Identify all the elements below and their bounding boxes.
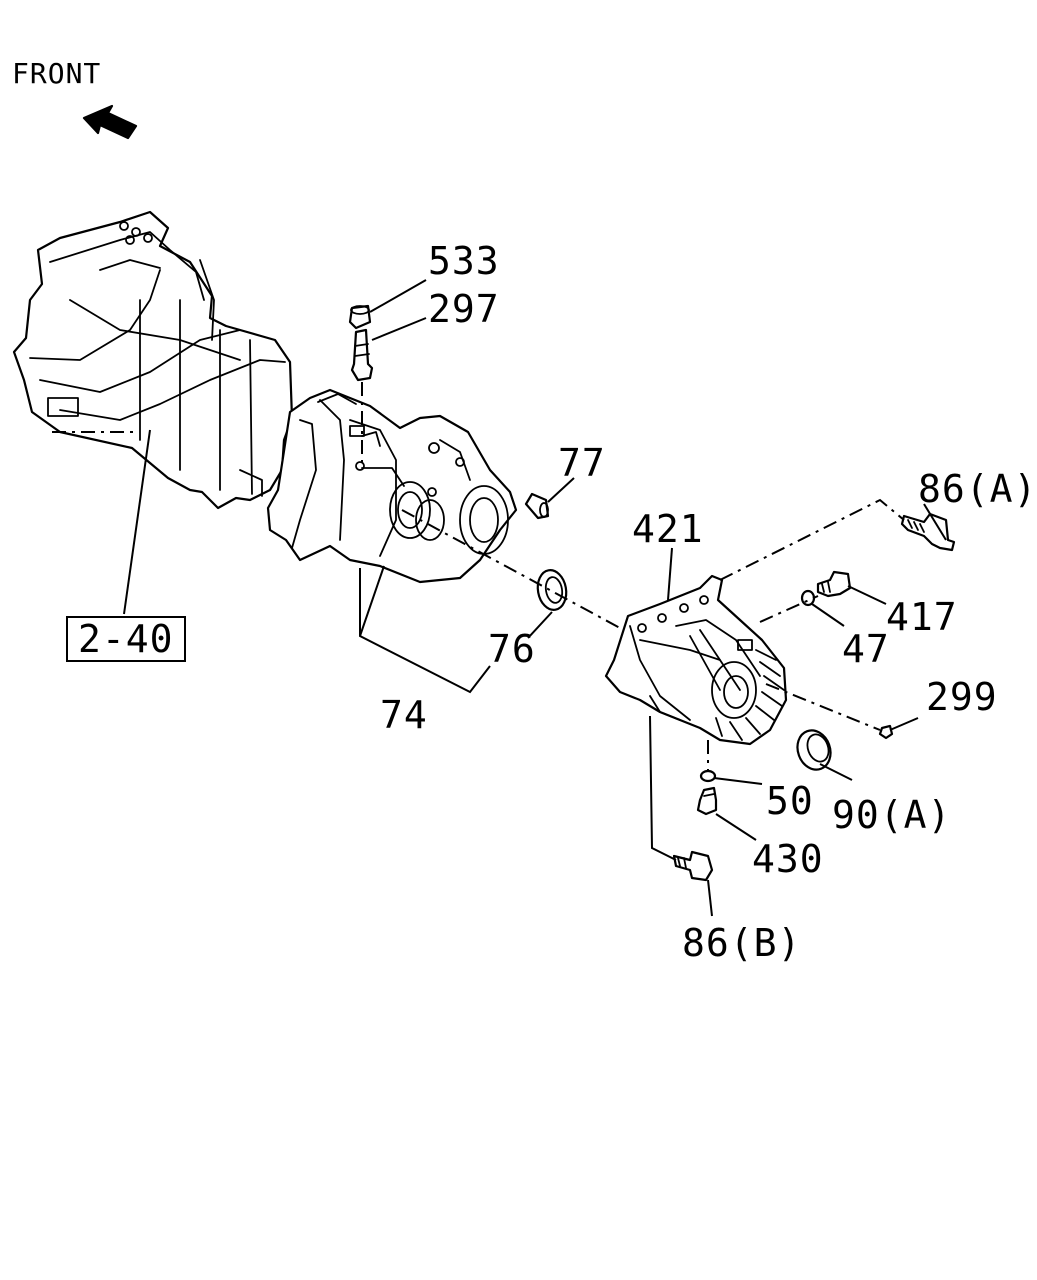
reference-box-2-40[interactable]: 2-40 xyxy=(66,616,186,662)
front-label: FRONT xyxy=(12,57,102,90)
callout-86b[interactable]: 86(B) xyxy=(682,921,802,965)
oil-seal-76-drawing xyxy=(536,569,568,611)
callout-533[interactable]: 533 xyxy=(428,239,500,283)
rear-case-421-drawing xyxy=(604,574,788,746)
callout-74[interactable]: 74 xyxy=(380,693,428,737)
switch-297-drawing xyxy=(350,328,374,382)
alignment-lines xyxy=(52,431,905,770)
plug-430-drawing xyxy=(696,786,718,816)
transmission-case-drawing xyxy=(12,210,294,510)
callout-90a[interactable]: 90(A) xyxy=(832,793,952,837)
seal-90a-drawing xyxy=(796,729,832,771)
callout-299[interactable]: 299 xyxy=(926,675,998,719)
leader-lines xyxy=(123,279,947,917)
plug-533-drawing xyxy=(348,304,372,330)
pin-299-drawing xyxy=(878,724,894,740)
pin-77-drawing xyxy=(524,492,550,520)
gasket-50-drawing xyxy=(699,769,717,783)
plug-417-drawing xyxy=(816,570,852,598)
callout-86a[interactable]: 86(A) xyxy=(918,467,1037,511)
front-arrow-icon xyxy=(82,104,138,140)
o-ring-47-drawing xyxy=(800,589,816,607)
bolt-86a-drawing xyxy=(900,512,956,552)
callout-50[interactable]: 50 xyxy=(766,779,814,823)
bolt-86b-drawing xyxy=(672,850,714,882)
callout-76[interactable]: 76 xyxy=(488,627,536,671)
callout-421[interactable]: 421 xyxy=(632,507,704,551)
callout-417[interactable]: 417 xyxy=(886,595,958,639)
adapter-case-drawing xyxy=(266,388,518,584)
callout-77[interactable]: 77 xyxy=(558,441,606,485)
callout-430[interactable]: 430 xyxy=(752,837,824,881)
callout-47[interactable]: 47 xyxy=(842,627,890,671)
callout-297[interactable]: 297 xyxy=(428,287,500,331)
